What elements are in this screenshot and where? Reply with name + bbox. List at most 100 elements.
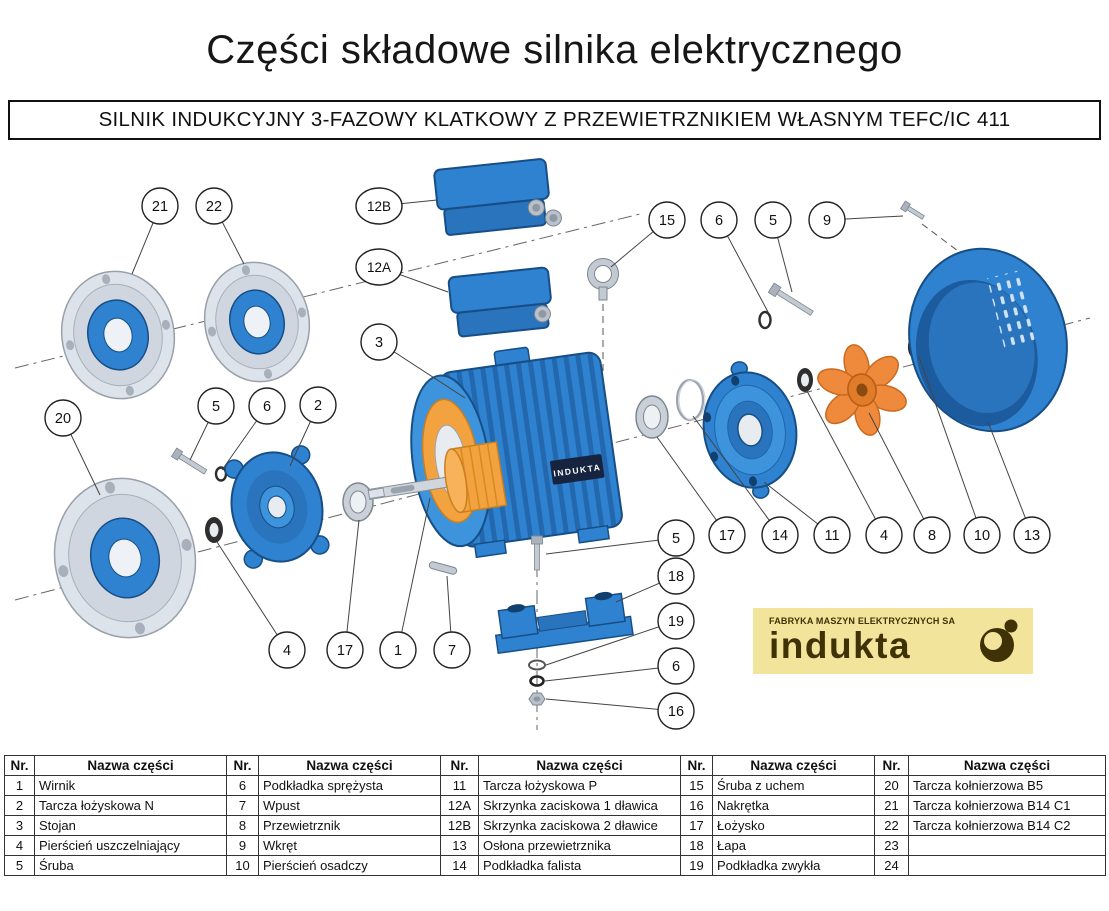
callout-circle <box>700 201 738 239</box>
callout-circle <box>1013 516 1051 554</box>
callout-circle <box>754 201 792 239</box>
plain-washer <box>528 659 546 671</box>
nut <box>528 692 546 706</box>
callout-number: 17 <box>337 643 353 659</box>
callout-12B: 12B <box>355 187 438 225</box>
wave-washer <box>675 378 706 422</box>
screw-fan-cover <box>899 200 925 220</box>
stator: INDUKTA <box>410 346 623 559</box>
screw-left <box>170 447 208 475</box>
callout-15: 15 <box>610 201 686 268</box>
callout-circle <box>379 631 417 669</box>
part-nr-cell: 1 <box>4 775 35 796</box>
callout-number: 12B <box>367 199 391 214</box>
callout-17: 17 <box>326 519 364 669</box>
table-header-nr: Nr. <box>226 755 259 776</box>
part-name-cell: Pierścień uszczelniający <box>34 835 227 856</box>
exploded-diagram: INDUKTA <box>0 150 1109 755</box>
part-nr-cell: 2 <box>4 795 35 816</box>
part-name-cell: Śruba <box>34 855 227 876</box>
bearing-shield-p <box>702 361 798 499</box>
table-header-name: Nazwa części <box>258 755 441 776</box>
spring-washer-right <box>758 310 772 330</box>
callout-circle <box>708 516 746 554</box>
part-name-cell <box>908 855 1106 876</box>
callout-number: 6 <box>263 399 271 415</box>
logo-company-line: FABRYKA MASZYN ELEKTRYCZNYCH SA <box>769 616 956 626</box>
callout-circle <box>355 248 403 286</box>
callout-circle <box>355 187 403 225</box>
fan-cover-vents <box>987 270 1038 349</box>
callout-22: 22 <box>195 187 245 265</box>
callout-number: 7 <box>448 643 456 659</box>
part-nr-cell: 15 <box>680 775 713 796</box>
callout-circle <box>197 387 235 425</box>
part-nr-cell: 17 <box>680 815 713 836</box>
callout-2: 2 <box>289 386 337 467</box>
callout-circle <box>433 631 471 669</box>
callout-circle <box>326 631 364 669</box>
callout-number: 10 <box>974 528 990 544</box>
logo-brand-text: indukta <box>769 625 912 666</box>
part-name-cell: Tarcza łożyskowa P <box>478 775 681 796</box>
part-name-cell: Tarcza kołnierzowa B14 C2 <box>908 815 1106 836</box>
key-wpust <box>428 561 458 575</box>
callout-18: 18 <box>615 557 695 603</box>
callout-9: 9 <box>808 201 904 239</box>
part-name-cell: Wirnik <box>34 775 227 796</box>
part-nr-cell: 11 <box>440 775 479 796</box>
callout-5: 5 <box>189 387 235 461</box>
callout-circle <box>268 631 306 669</box>
part-nr-cell: 16 <box>680 795 713 816</box>
part-nr-cell: 23 <box>874 835 909 856</box>
callout-6: 6 <box>221 387 286 471</box>
callout-11: 11 <box>763 481 851 554</box>
part-name-cell: Wkręt <box>258 835 441 856</box>
table-header-name: Nazwa części <box>712 755 875 776</box>
part-nr-cell: 19 <box>680 855 713 876</box>
callout-number: 20 <box>55 411 71 427</box>
part-nr-cell: 9 <box>226 835 259 856</box>
part-nr-cell: 3 <box>4 815 35 836</box>
indukta-logo: FABRYKA MASZYN ELEKTRYCZNYCH SA indukta <box>753 608 1033 674</box>
callout-5: 5 <box>545 519 695 557</box>
part-name-cell: Tarcza kołnierzowa B5 <box>908 775 1106 796</box>
callout-circle <box>141 187 179 225</box>
callout-number: 12A <box>367 260 391 275</box>
part-name-cell: Łożysko <box>712 815 875 836</box>
callout-circle <box>761 516 799 554</box>
screw-right <box>767 282 814 316</box>
subtitle-box: SILNIK INDUKCYJNY 3-FAZOWY KLATKOWY Z PR… <box>8 100 1101 140</box>
part-nr-cell: 22 <box>874 815 909 836</box>
part-name-cell: Osłona przewietrznika <box>478 835 681 856</box>
callout-number: 11 <box>824 528 839 544</box>
part-name-cell: Nakrętka <box>712 795 875 816</box>
part-nr-cell: 21 <box>874 795 909 816</box>
flange-b14-c2 <box>203 261 311 383</box>
callout-circle <box>44 399 82 437</box>
callout-7: 7 <box>433 575 471 669</box>
callout-number: 1 <box>394 643 402 659</box>
callout-number: 5 <box>769 213 777 229</box>
part-nr-cell: 10 <box>226 855 259 876</box>
callout-number: 2 <box>314 398 322 414</box>
callout-14: 14 <box>692 415 799 554</box>
part-name-cell: Skrzynka zaciskowa 2 dławice <box>478 815 681 836</box>
part-name-cell: Podkładka zwykła <box>712 855 875 876</box>
callout-circle <box>865 516 903 554</box>
sealing-ring-right <box>797 368 813 392</box>
callout-circle <box>963 516 1001 554</box>
table-header-nr: Nr. <box>680 755 713 776</box>
part-name-cell: Podkładka falista <box>478 855 681 876</box>
part-nr-cell: 18 <box>680 835 713 856</box>
callout-12A: 12A <box>355 248 449 293</box>
bearing-left <box>342 482 374 522</box>
callout-circle <box>648 201 686 239</box>
part-name-cell: Tarcza łożyskowa N <box>34 795 227 816</box>
callout-4: 4 <box>216 541 306 669</box>
callout-number: 5 <box>672 531 680 547</box>
callout-circle <box>657 519 695 557</box>
